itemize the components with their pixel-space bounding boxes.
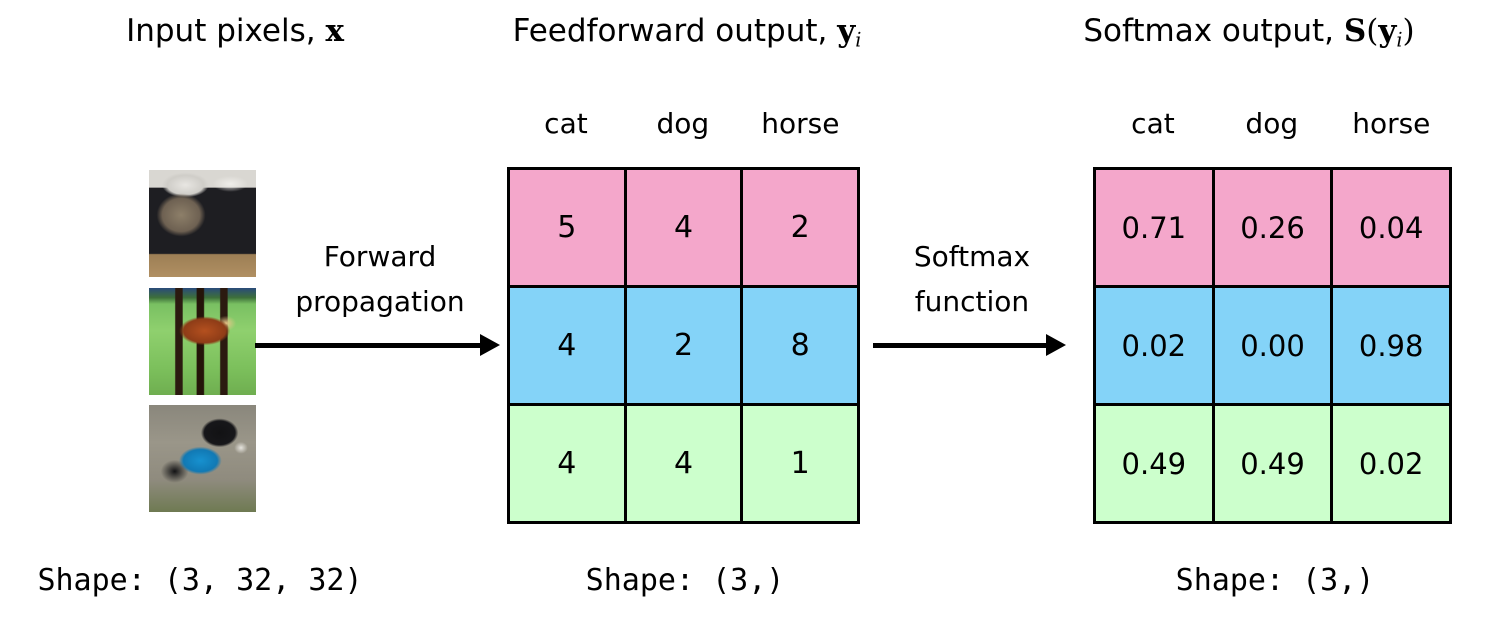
- softmax-title-symbol-s: S: [1343, 13, 1367, 49]
- cat-thumbnail: [149, 170, 256, 277]
- softmax-class-labels: cat dog horse: [1093, 104, 1452, 144]
- softmax-stage-title: Softmax output, S(yi): [1012, 10, 1486, 61]
- matrix-cell: 0.00: [1214, 288, 1334, 403]
- softmax-arrow-label-line2: function: [914, 285, 1030, 318]
- input-stage-title: Input pixels, x: [0, 10, 470, 52]
- matrix-cell: 2: [626, 288, 744, 403]
- matrix-cell: 0.49: [1214, 406, 1334, 521]
- softmax-title-paren-open: (: [1366, 13, 1379, 49]
- matrix-cell: 0.98: [1333, 288, 1450, 403]
- dog-thumbnail: [149, 405, 256, 512]
- matrix-cell: 8: [743, 288, 858, 403]
- class-label-horse: horse: [761, 107, 840, 140]
- matrix-cell: 4: [626, 406, 744, 521]
- matrix-row: 5 4 2: [510, 170, 858, 288]
- matrix-cell: 0.02: [1096, 288, 1215, 403]
- matrix-cell: 1: [743, 406, 858, 521]
- matrix-row: 0.71 0.26 0.04: [1096, 170, 1450, 288]
- input-shape-caption: Shape: (3, 32, 32): [37, 563, 363, 598]
- matrix-cell: 4: [626, 170, 744, 285]
- horse-thumbnail: [149, 288, 256, 395]
- matrix-row: 4 4 1: [510, 406, 858, 521]
- matrix-cell: 4: [510, 288, 627, 403]
- feedforward-title-symbol: y: [837, 13, 856, 49]
- feedforward-stage-title: Feedforward output, yi: [452, 10, 922, 61]
- matrix-row: 0.49 0.49 0.02: [1096, 406, 1450, 521]
- softmax-arrow-head-icon: [1046, 334, 1066, 356]
- input-title-symbol: x: [325, 13, 344, 49]
- softmax-title-symbol-y: y: [1378, 13, 1397, 49]
- matrix-cell: 0.26: [1214, 170, 1334, 285]
- matrix-cell: 0.71: [1096, 170, 1215, 285]
- matrix-row: 0.02 0.00 0.98: [1096, 288, 1450, 406]
- softmax-output-matrix: 0.71 0.26 0.04 0.02 0.00 0.98 0.49 0.49 …: [1093, 167, 1452, 524]
- input-title-text: Input pixels,: [126, 13, 326, 49]
- matrix-cell: 2: [743, 170, 858, 285]
- class-label-cat: cat: [1131, 107, 1175, 140]
- softmax-arrow-label-line1: Softmax: [913, 240, 1031, 273]
- class-label-horse: horse: [1352, 107, 1431, 140]
- forward-arrow-label-line1: Forward: [323, 240, 437, 273]
- feedforward-shape-caption: Shape: (3,): [585, 563, 785, 598]
- matrix-cell: 0.02: [1333, 406, 1450, 521]
- matrix-cell: 4: [510, 406, 627, 521]
- feedforward-title-text: Feedforward output,: [512, 13, 838, 49]
- softmax-arrow-line: [873, 343, 1049, 348]
- softmax-shape-caption: Shape: (3,): [1175, 563, 1375, 598]
- forward-arrow-line: [255, 343, 483, 348]
- class-label-dog: dog: [656, 107, 710, 140]
- forward-arrow-head-icon: [480, 334, 500, 356]
- class-label-dog: dog: [1245, 107, 1299, 140]
- matrix-row: 4 2 8: [510, 288, 858, 406]
- class-label-cat: cat: [544, 107, 588, 140]
- matrix-cell: 5: [510, 170, 627, 285]
- softmax-title-subscript: i: [1396, 28, 1403, 52]
- softmax-title-text: Softmax output,: [1083, 13, 1344, 49]
- forward-arrow-label-line2: propagation: [295, 285, 465, 318]
- feedforward-output-matrix: 5 4 2 4 2 8 4 4 1: [507, 167, 860, 524]
- feedforward-title-subscript: i: [855, 28, 862, 52]
- matrix-cell: 0.49: [1096, 406, 1215, 521]
- feedforward-class-labels: cat dog horse: [507, 104, 860, 144]
- softmax-title-paren-close: ): [1402, 13, 1415, 49]
- matrix-cell: 0.04: [1333, 170, 1450, 285]
